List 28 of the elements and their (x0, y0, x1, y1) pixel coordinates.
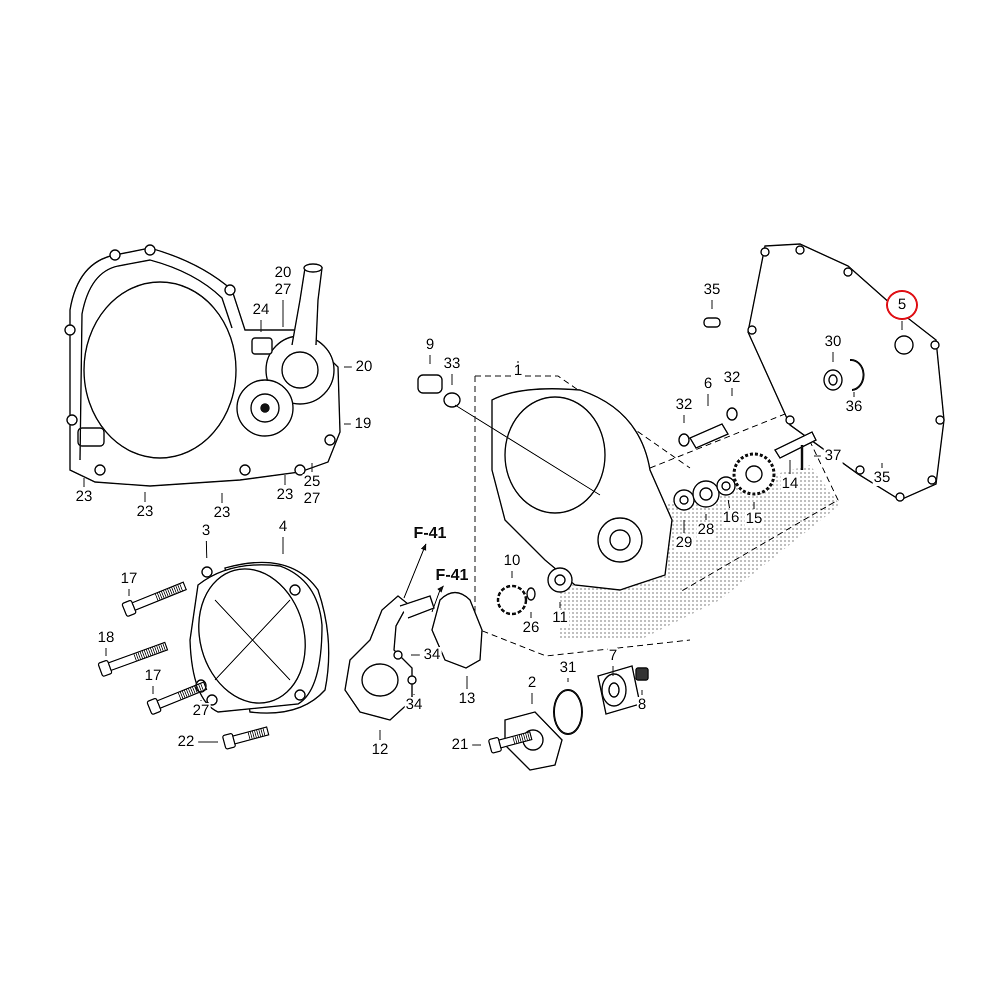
callout-number: 14 (780, 476, 800, 492)
callout-number: 37 (824, 448, 842, 464)
leader-line (344, 366, 352, 368)
callout-number: 16 (722, 510, 740, 526)
leader-line (832, 352, 834, 362)
leader-line (206, 540, 208, 558)
arrow (432, 585, 444, 612)
leader-line (152, 686, 154, 694)
callout-number: 35 (872, 470, 892, 486)
leader-line (472, 744, 482, 746)
callout-number: 28 (696, 522, 716, 538)
callout-number: 29 (674, 535, 694, 551)
leader-line (144, 492, 146, 502)
leader-line (128, 588, 130, 596)
callout-number: 15 (744, 511, 764, 527)
leader-line (282, 536, 284, 554)
callout-number: 11 (551, 610, 569, 626)
leader-line (612, 666, 614, 676)
leader-line (284, 474, 286, 486)
leader-line (410, 654, 420, 656)
arrow (404, 543, 426, 598)
leader-line (728, 499, 730, 508)
leader-line (282, 300, 284, 328)
callout-number: 1 (512, 363, 524, 379)
leader-line (260, 320, 262, 332)
leader-line (530, 612, 532, 618)
leader-line (466, 676, 468, 690)
callout-number: 5 (886, 290, 918, 320)
